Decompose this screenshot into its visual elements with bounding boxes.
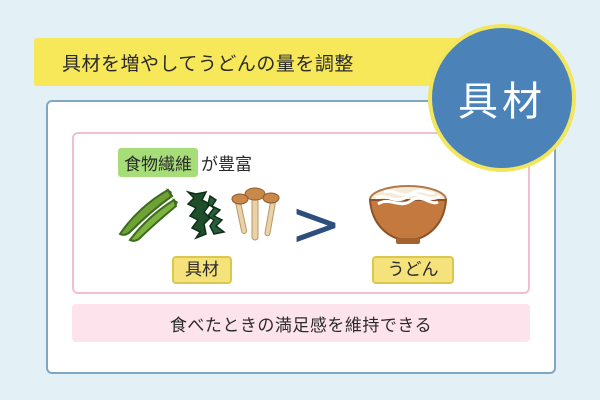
topic-badge-text: 具材 <box>458 79 546 125</box>
headline-banner: 具材を増やしてうどんの量を調整 <box>34 38 494 86</box>
note-bar: 食べたときの満足感を維持できる <box>72 304 530 342</box>
headline-text: 具材を増やしてうどんの量を調整 <box>62 52 354 75</box>
fiber-caption-rest: が豊富 <box>201 155 252 175</box>
ingredients-label: 具材 <box>172 256 232 284</box>
udon-bowl-icon <box>368 185 448 244</box>
greater-than-symbol: > <box>290 187 342 260</box>
okra-icon <box>118 188 178 242</box>
mushroom-icon <box>231 187 280 241</box>
topic-badge: 具材 <box>428 24 576 172</box>
udon-label: うどん <box>372 256 454 284</box>
wakame-seaweed-icon <box>185 190 226 240</box>
fiber-caption: 食物繊維 が豊富 <box>118 148 252 177</box>
note-text: 食べたときの満足感を維持できる <box>169 315 433 336</box>
fiber-highlight: 食物繊維 <box>118 148 198 177</box>
